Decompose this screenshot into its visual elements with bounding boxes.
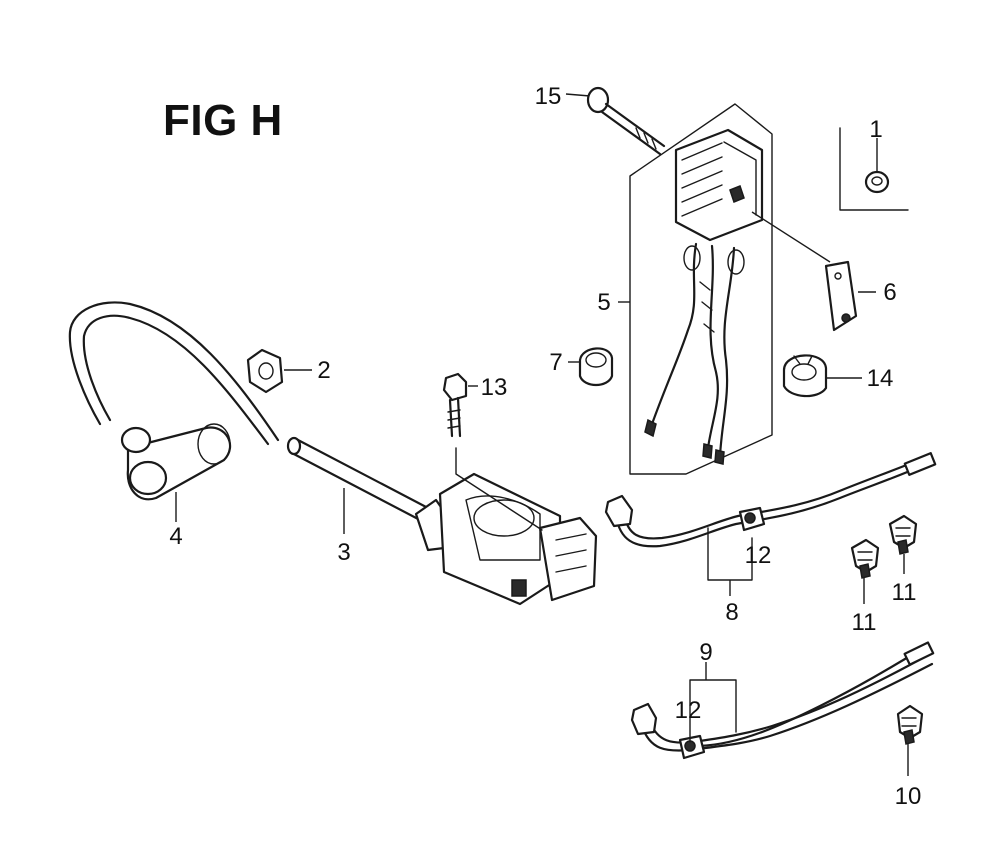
part-5-group-frame bbox=[618, 103, 773, 475]
part-3-ignition-coil bbox=[286, 436, 598, 606]
callout-5: 5 bbox=[597, 289, 610, 316]
part-10-clip bbox=[896, 704, 924, 776]
part-14-clamp bbox=[782, 354, 862, 398]
part-11-clip-b bbox=[888, 514, 918, 574]
callout-15: 15 bbox=[535, 83, 562, 110]
part-1-nut bbox=[839, 127, 909, 211]
callout-1: 1 bbox=[869, 116, 882, 143]
callout-4: 4 bbox=[169, 523, 182, 550]
callout-2: 2 bbox=[317, 357, 330, 384]
figure-title: FIG H bbox=[163, 96, 283, 145]
callout-12b: 12 bbox=[675, 697, 702, 724]
part-8-wire-harness bbox=[604, 452, 937, 596]
part-9-wire-harness bbox=[630, 641, 935, 760]
callout-8: 8 bbox=[725, 599, 738, 626]
part-4-plug-cap bbox=[68, 301, 280, 522]
part-13-bolt bbox=[442, 372, 543, 531]
callout-14: 14 bbox=[867, 365, 894, 392]
callout-7: 7 bbox=[549, 349, 562, 376]
part-15-bolt bbox=[565, 86, 666, 156]
callout-9: 9 bbox=[699, 639, 712, 666]
callout-13: 13 bbox=[481, 374, 508, 401]
callout-6: 6 bbox=[883, 279, 896, 306]
callout-12a: 12 bbox=[745, 542, 772, 569]
part-6-plate bbox=[751, 211, 876, 332]
part-7-grommet bbox=[568, 347, 614, 387]
callout-10: 10 bbox=[895, 783, 922, 810]
callout-3: 3 bbox=[337, 539, 350, 566]
callout-11b: 11 bbox=[892, 579, 917, 606]
part-11-clip-a bbox=[850, 538, 880, 604]
callout-11a: 11 bbox=[852, 609, 877, 636]
part-5-regulator bbox=[644, 128, 764, 465]
part-2-cap bbox=[246, 348, 312, 394]
